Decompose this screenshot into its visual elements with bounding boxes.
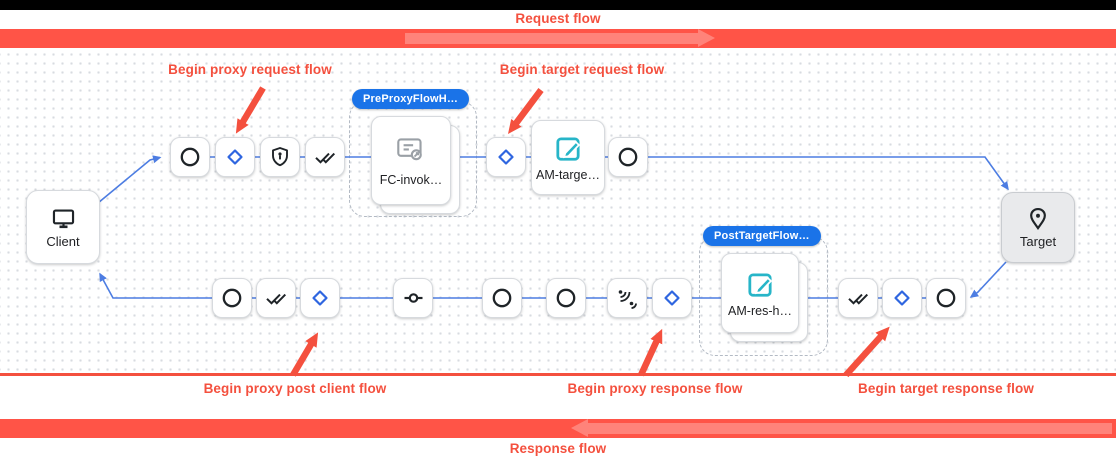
begin-target-response-label: Begin target response flow bbox=[858, 381, 1034, 396]
step-node[interactable] bbox=[305, 137, 345, 177]
step-node[interactable] bbox=[838, 278, 878, 318]
am-target-card[interactable]: AM-targe… bbox=[531, 120, 605, 195]
step-node[interactable] bbox=[170, 137, 210, 177]
am-response-label: AM-res-h… bbox=[728, 303, 792, 318]
begin-proxy-post-client-label: Begin proxy post client flow bbox=[203, 381, 387, 396]
flow-callout-icon bbox=[393, 134, 429, 166]
commit-icon bbox=[401, 286, 426, 310]
step-node[interactable] bbox=[882, 278, 922, 318]
step-node[interactable] bbox=[608, 137, 648, 177]
step-node[interactable] bbox=[486, 137, 526, 177]
arrow-begin-proxy-request bbox=[235, 86, 266, 134]
begin-target-request-label: Begin target request flow bbox=[499, 62, 665, 77]
request-arrow-head-icon bbox=[698, 29, 715, 47]
step-node[interactable] bbox=[212, 278, 252, 318]
leak-waves-icon bbox=[615, 286, 639, 310]
step-node[interactable] bbox=[215, 137, 255, 177]
request-flow-banner bbox=[0, 29, 1116, 48]
target-to-response-line bbox=[969, 261, 1007, 298]
fc-invoke-label: FC-invok… bbox=[379, 173, 443, 187]
arrow-begin-proxy-post-client bbox=[290, 332, 319, 377]
edit-icon bbox=[553, 133, 583, 163]
double-check-icon bbox=[264, 286, 289, 310]
pre-proxy-flow-badge[interactable]: PreProxyFlowH… bbox=[352, 89, 470, 109]
edit-icon bbox=[745, 269, 775, 299]
arrow-begin-proxy-response bbox=[638, 328, 663, 377]
client-node[interactable]: Client bbox=[26, 190, 100, 264]
step-node[interactable] bbox=[256, 278, 296, 318]
response-flow-banner bbox=[0, 419, 1116, 438]
circle-icon bbox=[490, 286, 514, 310]
client-label: Client bbox=[46, 233, 80, 249]
step-node[interactable] bbox=[260, 137, 300, 177]
fc-invoke-card[interactable]: FC-invok… bbox=[371, 116, 451, 205]
monitor-icon bbox=[50, 206, 77, 232]
double-check-icon bbox=[846, 286, 871, 310]
request-flow-label: Request flow bbox=[515, 11, 601, 26]
diamond-icon bbox=[660, 286, 684, 310]
circle-icon bbox=[178, 145, 202, 169]
diamond-icon bbox=[308, 286, 332, 310]
target-node[interactable]: Target bbox=[1001, 192, 1075, 263]
diamond-icon bbox=[494, 145, 518, 169]
step-node[interactable] bbox=[926, 278, 966, 318]
shield-key-icon bbox=[268, 145, 292, 169]
diamond-icon bbox=[223, 145, 247, 169]
begin-proxy-request-label: Begin proxy request flow bbox=[168, 62, 332, 77]
response-arrow-head-icon bbox=[571, 419, 588, 437]
am-target-label: AM-targe… bbox=[536, 168, 600, 182]
step-node[interactable] bbox=[482, 278, 522, 318]
response-divider-line bbox=[0, 373, 1116, 376]
diamond-icon bbox=[890, 286, 914, 310]
am-response-card[interactable]: AM-res-h… bbox=[721, 253, 799, 333]
circle-icon bbox=[554, 286, 578, 310]
step-node[interactable] bbox=[607, 278, 647, 318]
circle-icon bbox=[220, 286, 244, 310]
request-arrow-body bbox=[405, 33, 698, 44]
target-label: Target bbox=[1019, 234, 1057, 249]
arrow-begin-target-request bbox=[508, 88, 544, 134]
step-node[interactable] bbox=[393, 278, 433, 318]
post-target-flow-badge[interactable]: PostTargetFlow… bbox=[703, 226, 821, 246]
client-to-request-line bbox=[97, 155, 162, 204]
flow-canvas bbox=[0, 48, 1116, 373]
place-pin-icon bbox=[1025, 206, 1051, 232]
begin-proxy-response-label: Begin proxy response flow bbox=[567, 381, 743, 396]
double-check-icon bbox=[313, 145, 338, 169]
response-arrow-body bbox=[588, 423, 1112, 434]
response-flow-label: Response flow bbox=[509, 441, 607, 456]
circle-icon bbox=[934, 286, 958, 310]
step-node[interactable] bbox=[652, 278, 692, 318]
step-node[interactable] bbox=[300, 278, 340, 318]
arrow-begin-target-response bbox=[843, 326, 890, 378]
step-node[interactable] bbox=[546, 278, 586, 318]
circle-icon bbox=[616, 145, 640, 169]
top-window-bar bbox=[0, 0, 1116, 10]
